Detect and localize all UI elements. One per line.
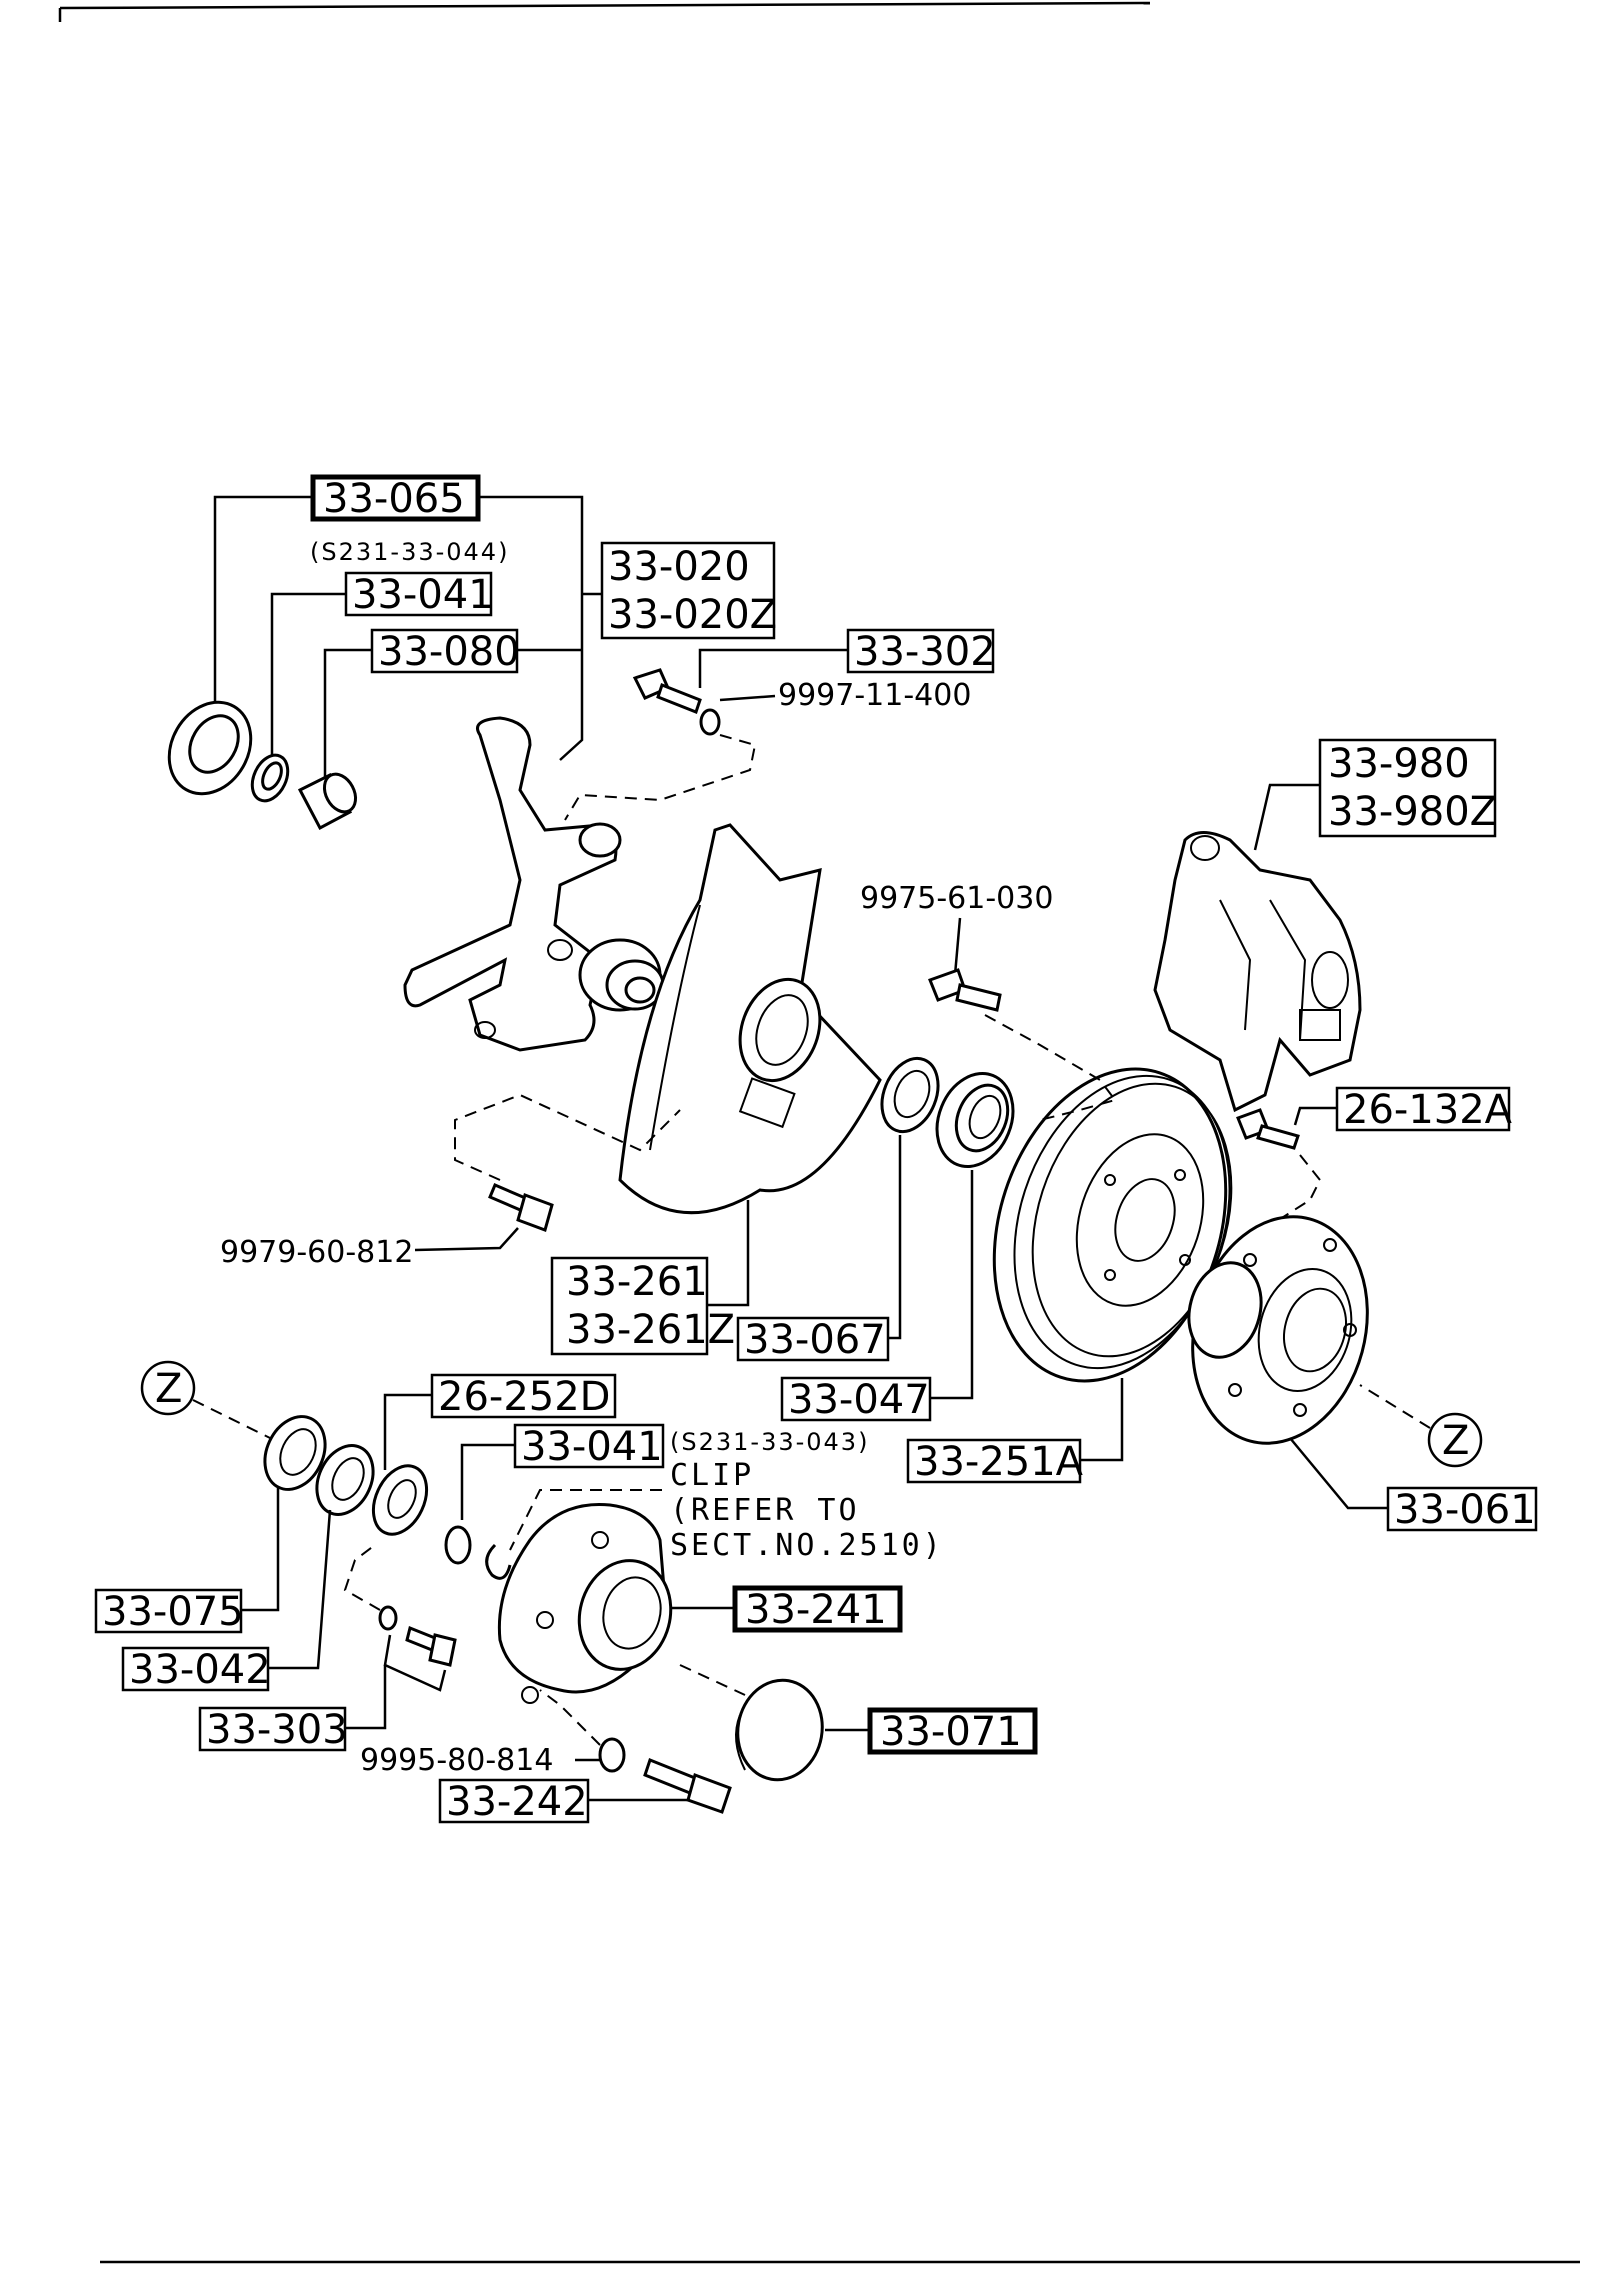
seal-33-067-part [880, 1056, 940, 1134]
leader-33-061 [1289, 1437, 1388, 1510]
leader-9975-61-030 [953, 917, 962, 976]
callout-33-302: 33-302 [854, 629, 996, 675]
callout-33-020z: 33-020Z [608, 592, 777, 638]
dash-clip-note [509, 1489, 662, 1551]
callout-33-047: 33-047 [788, 1377, 930, 1423]
dash-guide-812 [454, 1093, 681, 1181]
z-marker-right [1427, 1412, 1483, 1468]
leader-33-047 [930, 1170, 974, 1400]
callout-33-303: 33-303 [206, 1707, 348, 1753]
bolt-33-303-part [405, 1625, 457, 1667]
z-dash-right [1359, 1384, 1431, 1429]
leader-33-303 [345, 1665, 387, 1730]
bolt-9979-60-812-part [488, 1183, 554, 1232]
washer-33-041-bot-part [444, 1525, 472, 1565]
callout-26-132a: 26-132A [1343, 1087, 1513, 1133]
callout-box-33-980 [1318, 738, 1497, 838]
leader-33-041-bot [460, 1443, 515, 1520]
z-dash-left [192, 1399, 271, 1439]
leader-9997-11-400 [719, 694, 776, 702]
grease-cap-33-071-part [735, 1678, 824, 1782]
z-label-left: Z [155, 1366, 182, 1412]
leader-26-132a [1293, 1106, 1337, 1126]
washer-33-041-part [250, 753, 290, 803]
seal-33-075-part [263, 1415, 327, 1491]
callout-33-980z: 33-980Z [1328, 789, 1497, 835]
dash-guide-303 [343, 1544, 381, 1611]
bolt-33-302-part [632, 668, 702, 714]
ref-s231-33-043: (S231-33-043) [670, 1428, 869, 1456]
dash-guide-302 [564, 734, 757, 821]
leader-33-251a [1080, 1378, 1124, 1462]
clip-part [485, 1543, 512, 1580]
callout-9995-80-814: 9995-80-814 [360, 1743, 553, 1778]
z-label-right: Z [1442, 1418, 1469, 1464]
bushing-33-080-part [297, 772, 358, 831]
bolt-33-242-part [643, 1758, 732, 1814]
bearing-33-047-part [935, 1071, 1015, 1169]
brake-disc-33-251a-part [992, 1067, 1233, 1383]
leader-33-067 [888, 1135, 902, 1340]
leader-33-042 [268, 1509, 332, 1670]
bolt-9975-61-030-part [928, 968, 1002, 1012]
callout-33-251a: 33-251A [914, 1439, 1084, 1485]
washer-9995-80-814-part [598, 1737, 626, 1773]
clip-note-line3: SECT.NO.2510) [670, 1528, 944, 1563]
callout-33-071: 33-071 [880, 1709, 1022, 1755]
callout-26-252d: 26-252D [438, 1374, 610, 1420]
leader-33-065-right [478, 495, 584, 761]
callout-33-980: 33-980 [1328, 741, 1470, 787]
callout-33-261: 33-261 [566, 1259, 708, 1305]
callout-33-242: 33-242 [446, 1779, 588, 1825]
leader-33-302 [698, 648, 848, 688]
hub-33-061-part [1187, 1215, 1369, 1445]
washer-9997-11-400-part [699, 708, 721, 736]
callout-33-075: 33-075 [102, 1589, 244, 1635]
washer-33-303-part [378, 1605, 398, 1631]
callout-box-33-020 [600, 541, 776, 640]
callout-33-241: 33-241 [745, 1587, 887, 1633]
top-border-line [59, 1, 1151, 10]
callout-33-067: 33-067 [744, 1317, 886, 1363]
callout-9979-60-812: 9979-60-812 [220, 1235, 413, 1270]
z-marker-left [140, 1360, 196, 1416]
leader-33-080 [323, 648, 372, 778]
brake-caliper-33-980-part [1153, 831, 1362, 1113]
leader-33-075 [241, 1488, 280, 1612]
callout-9997-11-400: 9997-11-400 [778, 678, 971, 713]
leader-9979-60-812 [414, 1227, 519, 1252]
leader-33-261 [707, 1200, 750, 1307]
drive-flange-33-241-part [497, 1502, 673, 1704]
callout-33-061: 33-061 [1394, 1487, 1536, 1533]
oil-seal-33-065-part [167, 700, 253, 796]
bolt-26-132a-part [1236, 1108, 1300, 1150]
steering-knuckle-part [403, 716, 665, 1052]
dash-guide-814 [539, 1689, 601, 1746]
dash-guide-9975 [984, 1014, 1117, 1121]
dash-guide-071 [679, 1664, 746, 1696]
callout-33-041-top: 33-041 [352, 572, 494, 618]
callout-33-065: 33-065 [323, 476, 465, 522]
leader-33-041-top [270, 592, 346, 760]
callout-33-042: 33-042 [129, 1647, 271, 1693]
clip-note-line2: (REFER TO [670, 1493, 860, 1528]
callout-33-041-bot: 33-041 [521, 1424, 663, 1470]
callout-9975-61-030: 9975-61-030 [860, 881, 1053, 916]
leader-33-065 [213, 495, 313, 715]
clip-note-line1: CLIP [670, 1458, 754, 1493]
leader-33-980 [1253, 783, 1320, 851]
abs-rotor-26-252d-part [371, 1464, 429, 1536]
callout-33-080: 33-080 [378, 629, 520, 675]
callout-33-261z: 33-261Z [566, 1307, 735, 1353]
ref-s231-33-044: (S231-33-044) [310, 538, 509, 566]
dust-cover-33-261-part [618, 823, 882, 1215]
leader-26-252d [383, 1393, 432, 1470]
callout-33-020: 33-020 [608, 544, 750, 590]
leader-33-303-bracket [383, 1634, 447, 1692]
